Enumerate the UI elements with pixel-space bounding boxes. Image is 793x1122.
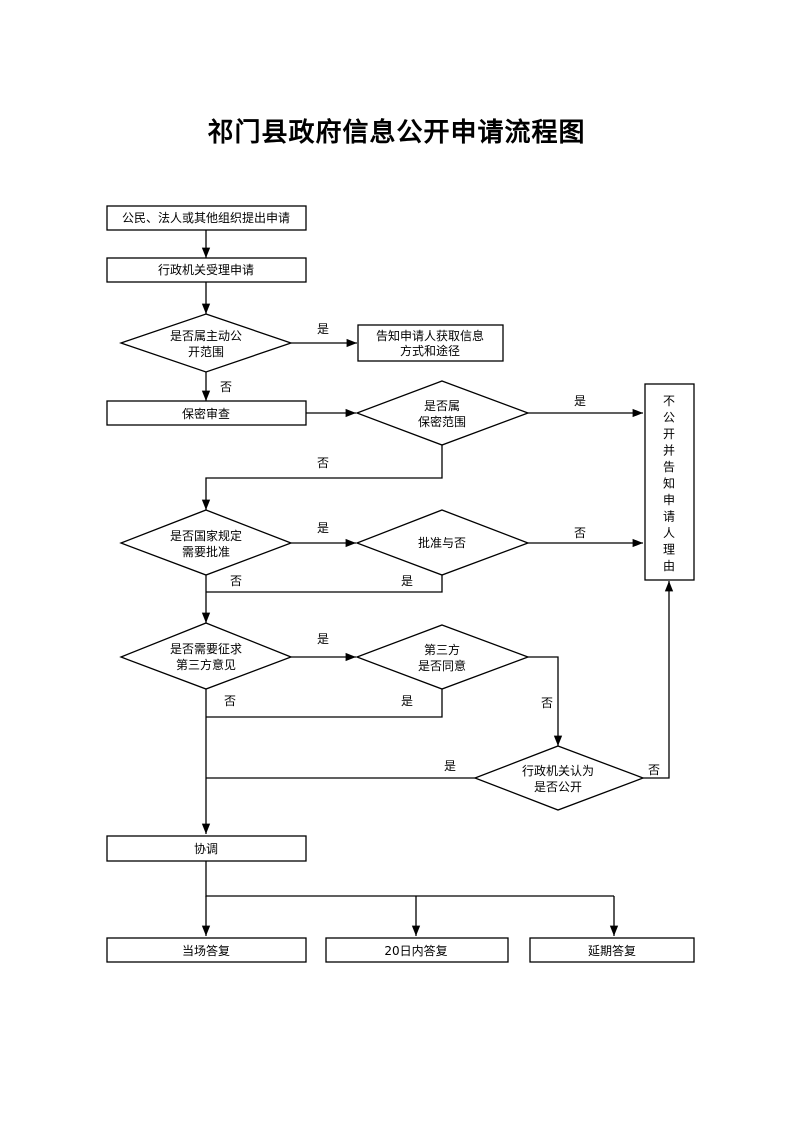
node-secret-scope-line2: 保密范围 [418,414,466,429]
node-not-disclose-char: 并 [663,444,675,458]
node-not-disclose-char: 不 [663,394,675,408]
node-approve-label: 批准与否 [418,535,466,550]
label-no-agree: 否 [541,696,553,710]
node-third-party-agree-line2: 是否同意 [418,658,466,673]
node-answer-extended-label: 延期答复 [588,943,636,958]
node-secrecy-review: 保密审查 [106,400,307,426]
node-active-disclosure-line2: 开范围 [188,345,224,359]
node-not-disclose-char: 知 [663,477,675,491]
label-yes-third: 是 [317,632,329,646]
node-inform-channel-line1: 告知申请人获取信息 [376,328,484,343]
connectors [201,230,674,936]
node-coordinate: 协调 [106,835,307,862]
node-agency-decision: 行政机关认为 是否公开 [473,745,645,811]
node-submit: 公民、法人或其他组织提出申请 [106,205,307,231]
node-secret-scope: 是否属 保密范围 [355,380,530,446]
node-not-disclose-char: 人 [663,526,675,540]
label-yes-approve: 是 [401,574,413,588]
node-submit-label: 公民、法人或其他组织提出申请 [122,210,290,225]
label-no-scope: 否 [317,456,329,470]
label-no-active: 否 [220,380,232,394]
label-yes-agree: 是 [401,694,413,708]
node-not-disclose-char: 申 [663,493,675,507]
node-agency-decision-line2: 是否公开 [534,780,582,794]
label-yes-active: 是 [317,322,329,336]
node-third-party-agree: 第三方 是否同意 [355,624,530,690]
label-yes-state: 是 [317,521,329,535]
node-active-disclosure: 是否属主动公 开范围 [118,313,294,373]
node-not-disclose-char: 请 [663,510,675,524]
node-inform-channel-line2: 方式和途径 [400,343,460,358]
node-not-disclose-char: 公 [663,411,675,425]
edge-scope-state [201,445,443,510]
edge-agree-back [206,689,443,718]
edge-agree-decision [528,656,563,746]
node-answer-20days-label: 20日内答复 [384,943,447,958]
node-accept: 行政机关受理申请 [106,257,307,283]
node-secrecy-review-label: 保密审查 [182,406,230,421]
node-answer-20days: 20日内答复 [325,937,509,963]
page-title: 祁门县政府信息公开申请流程图 [207,118,586,148]
node-answer-now: 当场答复 [106,937,307,963]
node-accept-label: 行政机关受理申请 [158,263,254,277]
node-not-disclose-char: 理 [663,543,675,557]
label-no-third: 否 [224,694,236,708]
node-answer-extended: 延期答复 [529,937,695,963]
label-yes-scope: 是 [574,394,586,408]
edge-coordinate-branch [205,861,614,897]
label-no-state: 否 [230,574,242,588]
node-coordinate-label: 协调 [194,841,218,856]
node-answer-now-label: 当场答复 [182,943,230,958]
node-inform-channel: 告知申请人获取信息 方式和途径 [357,324,504,362]
node-secret-scope-line1: 是否属 [424,399,460,413]
node-state-approval: 是否国家规定 需要批准 [119,509,293,576]
node-not-disclose-char: 开 [663,427,675,441]
node-approve: 批准与否 [355,509,530,576]
edge-decision-notdisclose [643,581,674,779]
node-third-party-opinion-line2: 第三方意见 [176,657,236,672]
node-state-approval-line1: 是否国家规定 [170,528,242,543]
node-third-party-opinion-line1: 是否需要征求 [170,642,242,656]
node-not-disclose-char: 由 [663,559,675,573]
edge-labels: 是 否 是 否 是 否 否 是 是 否 是 否 是 否 [220,322,660,777]
edge-approve-back [206,575,443,593]
node-agency-decision-line1: 行政机关认为 [522,764,594,778]
label-no-decision: 否 [648,763,660,777]
label-yes-decision: 是 [444,759,456,773]
node-state-approval-line2: 需要批准 [182,544,230,559]
node-third-party-opinion: 是否需要征求 第三方意见 [119,622,293,690]
node-not-disclose-char: 告 [663,460,675,474]
node-active-disclosure-line1: 是否属主动公 [170,329,242,343]
node-third-party-agree-line1: 第三方 [424,642,460,657]
label-no-approve: 否 [574,526,586,540]
